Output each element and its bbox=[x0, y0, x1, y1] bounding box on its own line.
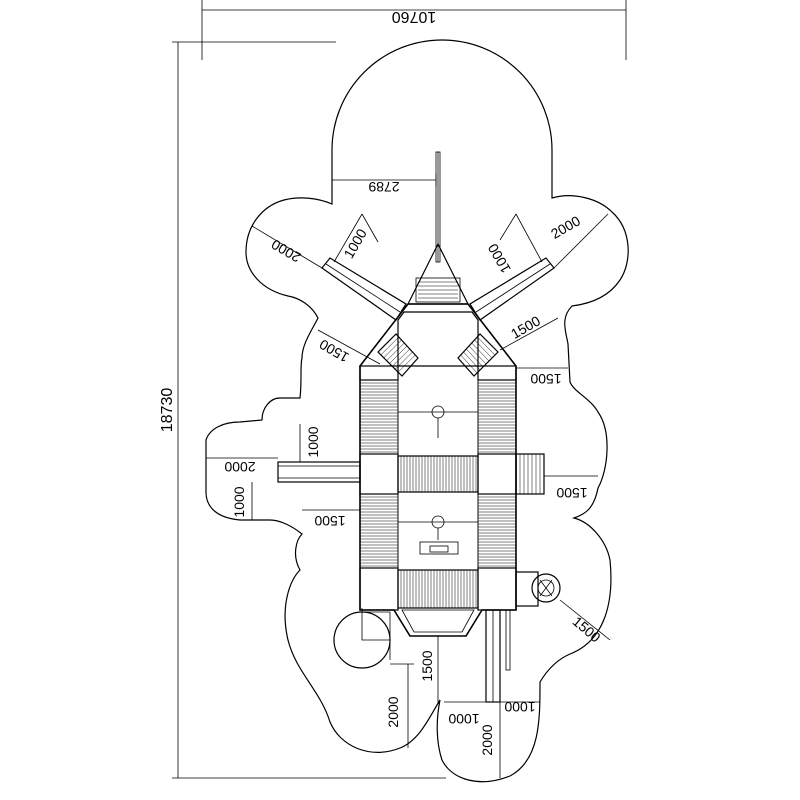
stair-step-line bbox=[380, 336, 399, 356]
dim-left-slide-zone: 2000 bbox=[224, 459, 255, 475]
stair-step-line bbox=[394, 351, 413, 371]
dim-left-lower-zone: 1500 bbox=[314, 513, 345, 529]
stair-step-line bbox=[397, 354, 416, 374]
dim-bottom-slide-right: 1000 bbox=[504, 699, 535, 715]
dim-right-arm-zone: 2000 bbox=[548, 212, 583, 242]
dim-right-upper-zone: 1500 bbox=[530, 371, 561, 387]
dim-left-arm-length: 1000 bbox=[340, 226, 370, 261]
dim-top-gap: 2789 bbox=[368, 179, 399, 195]
right-diagonal-stair bbox=[457, 333, 499, 377]
dim-left-arm-zone: 2000 bbox=[268, 236, 303, 266]
dim-right-arm-length: 1000 bbox=[484, 241, 514, 276]
stair-step-line bbox=[474, 339, 493, 359]
overall-length-dimension: 18730 bbox=[159, 41, 446, 779]
dim-bottom-center-height: 1500 bbox=[419, 650, 435, 681]
left-diagonal-arm bbox=[321, 257, 407, 321]
dim-bottom-slide-zone: 2000 bbox=[479, 724, 495, 755]
overall-length-label: 18730 bbox=[159, 388, 176, 433]
deck-planks bbox=[360, 382, 516, 608]
right-stair bbox=[515, 453, 545, 495]
dim-left-slide-height: 1000 bbox=[305, 426, 321, 457]
safety-zone-outline bbox=[205, 39, 629, 783]
stair-step-line bbox=[466, 348, 484, 368]
dim-left-diag-zone: 1500 bbox=[316, 336, 351, 366]
bottom-slides bbox=[485, 609, 511, 703]
ship-hull bbox=[359, 303, 517, 637]
stair-step-line bbox=[471, 342, 490, 362]
dim-bottom-slide-left: 1000 bbox=[448, 711, 479, 727]
stair-step-line bbox=[477, 336, 496, 356]
dim-right-stair-zone: 1500 bbox=[556, 485, 587, 501]
right-diagonal-arm bbox=[469, 257, 555, 321]
dim-right-wheel-zone: 1500 bbox=[570, 613, 604, 645]
dim-bottom-left-zone: 2000 bbox=[385, 696, 401, 727]
stair-step-line bbox=[388, 345, 408, 365]
left-slide bbox=[277, 461, 361, 483]
stair-step-line bbox=[386, 342, 405, 362]
dim-right-diag-zone: 1500 bbox=[508, 312, 543, 342]
stair-step-line bbox=[463, 351, 481, 371]
overall-width-dimension: 10760 bbox=[201, 0, 627, 60]
dimension-lines bbox=[206, 174, 611, 778]
left-round-platform bbox=[333, 608, 391, 669]
stair-step-line bbox=[383, 339, 402, 359]
wheel-element bbox=[515, 571, 561, 607]
overall-width-label: 10760 bbox=[392, 8, 437, 25]
left-diagonal-stair bbox=[377, 333, 419, 377]
stair-step-line bbox=[391, 348, 410, 368]
dim-left-lower-height: 1000 bbox=[231, 486, 247, 517]
stair-step-line bbox=[460, 354, 478, 374]
dimension-labels: 2789 1000 2000 1000 2000 1500 1500 1500 … bbox=[224, 179, 604, 756]
stair-step-line bbox=[468, 345, 487, 365]
